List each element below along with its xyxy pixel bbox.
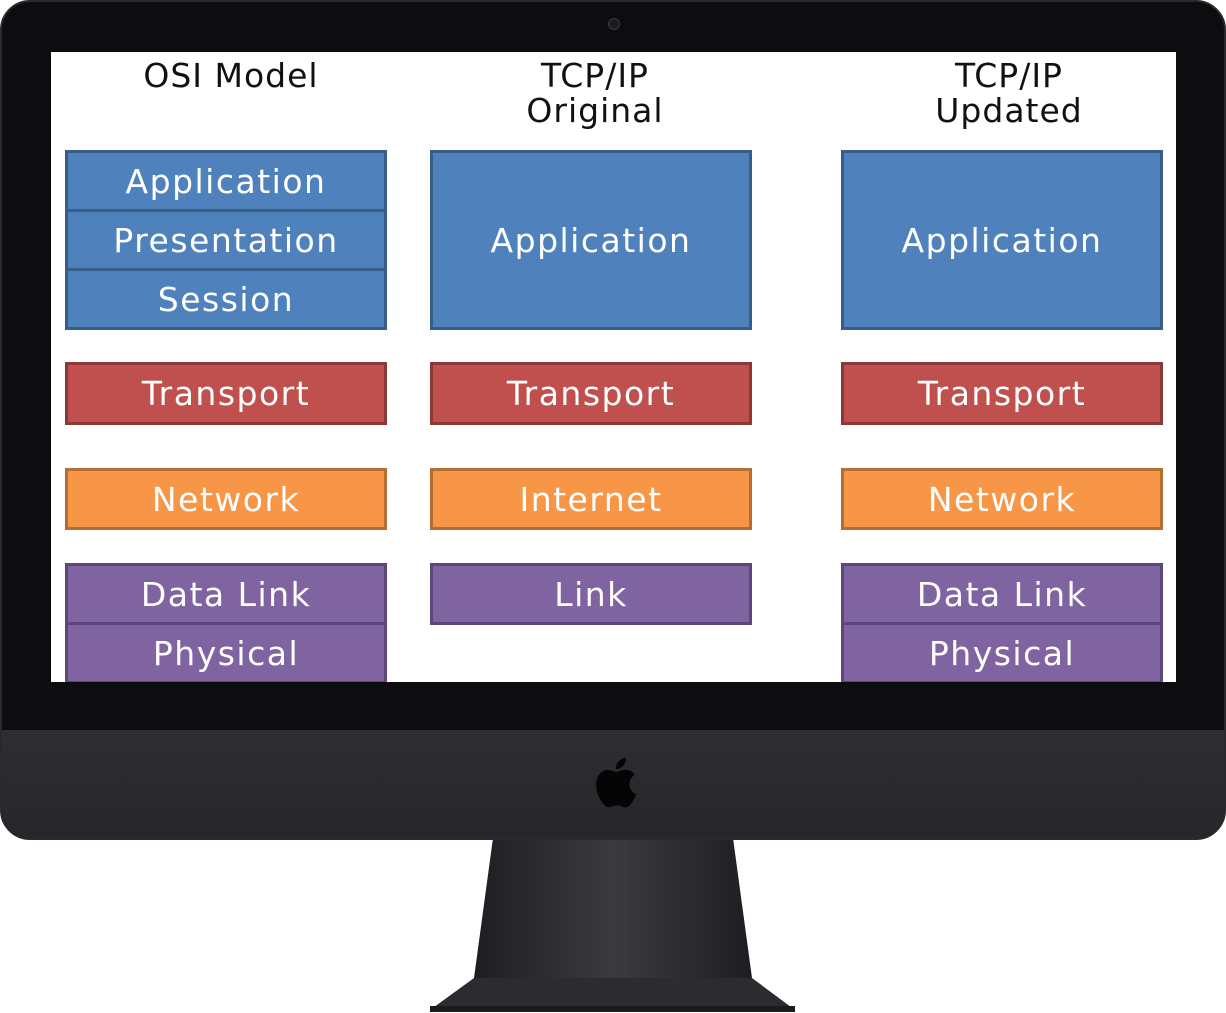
tcpip-updated-network-layer: Network [841, 468, 1163, 530]
osi-physical-layer: Physical [65, 622, 387, 682]
osi-session-layer: Session [65, 268, 387, 330]
tcpip-original-title: TCP/IP Original [526, 56, 664, 130]
tcpip-original-link-layer: Link [430, 563, 752, 625]
osi-data-link-layer: Data Link [65, 563, 387, 625]
osi-application-layer: Application [65, 150, 387, 212]
tcpip-original-internet-layer: Internet [430, 468, 752, 530]
osi-presentation-layer: Presentation [65, 209, 387, 271]
tcpip-original-application-layer: Application [430, 150, 752, 330]
tcpip-original-transport-layer: Transport [430, 362, 752, 425]
tcpip-updated-application-layer: Application [841, 150, 1163, 330]
tcpip-updated-data-link-layer: Data Link [841, 563, 1163, 625]
tcpip-updated-transport-layer: Transport [841, 362, 1163, 425]
tcpip-updated-physical-layer: Physical [841, 622, 1163, 682]
camera-icon [608, 18, 620, 30]
osi-network-layer: Network [65, 468, 387, 530]
screen-diagram: OSI Model Application Presentation Sessi… [51, 52, 1176, 682]
apple-logo-icon [596, 757, 637, 808]
monitor-stand [430, 838, 795, 1012]
osi-model-title: OSI Model [143, 56, 319, 95]
osi-transport-layer: Transport [65, 362, 387, 425]
tcpip-updated-title: TCP/IP Updated [935, 56, 1083, 130]
